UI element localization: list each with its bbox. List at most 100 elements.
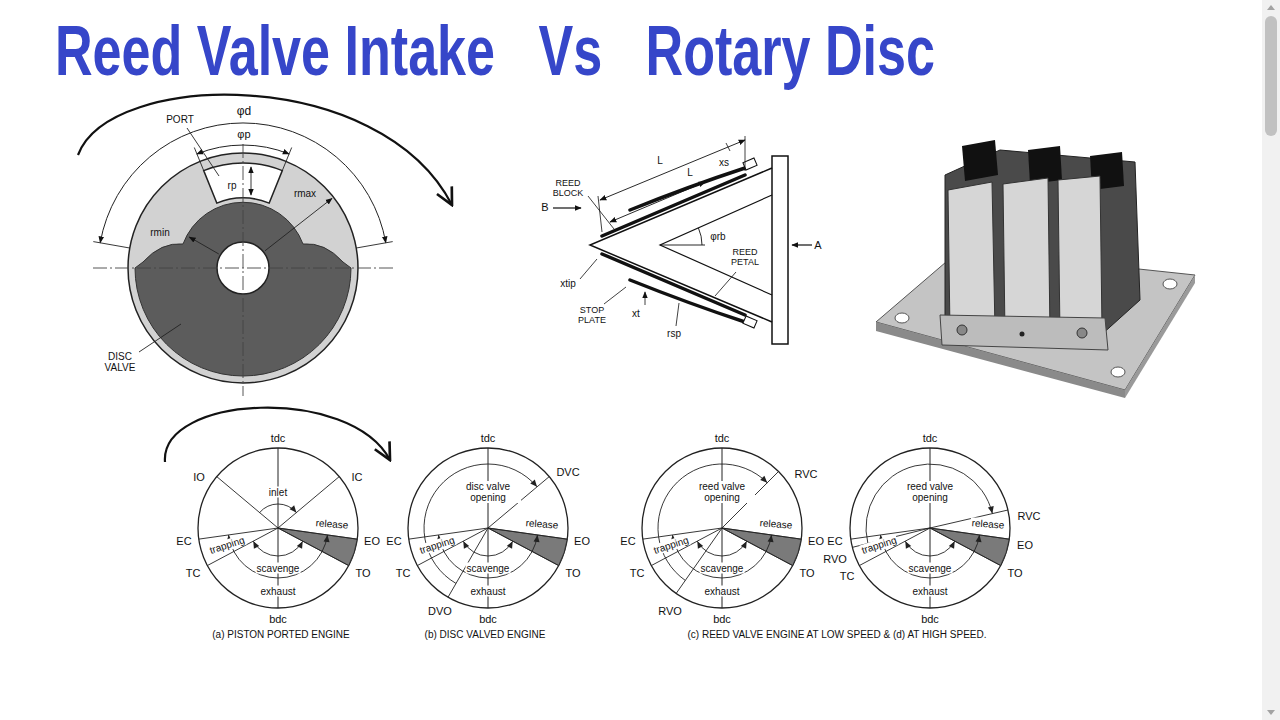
arrow-head <box>253 541 259 549</box>
reed-block-photo <box>876 140 1195 398</box>
inlet-arc <box>866 464 992 543</box>
inlet-arc <box>424 464 537 583</box>
part-label: DISC VALVE <box>102 351 138 373</box>
phase-label: reed valve opening <box>689 481 755 503</box>
timing-label: DVO <box>428 605 452 617</box>
circle-rim <box>642 448 802 608</box>
phase-label: scavenge <box>700 563 745 574</box>
flow-label: A <box>814 239 821 251</box>
circle-rim <box>408 448 568 608</box>
phase-label: reed valve opening <box>897 481 963 503</box>
scavenge-arc <box>697 541 746 556</box>
radius-dimension <box>189 237 219 254</box>
lift-dimension <box>645 292 646 305</box>
stop-plate <box>630 168 745 322</box>
reed-petal <box>602 175 745 315</box>
timing-label: EO <box>574 535 590 547</box>
scrollbar-thumb <box>1265 16 1277 136</box>
centre-line <box>660 245 705 246</box>
arrow-head <box>905 541 911 549</box>
mounting-hole <box>895 313 909 323</box>
scavenge-arc <box>253 541 302 556</box>
timing-label: EO <box>808 535 824 547</box>
mounting-hole <box>1111 367 1125 377</box>
timing-label: TO <box>355 567 370 579</box>
timing-line <box>651 528 722 566</box>
timing-label: RVC <box>1017 510 1040 522</box>
scavenge-arc <box>905 541 954 556</box>
angle-dimension <box>197 145 289 154</box>
phase-label: inlet <box>268 487 288 498</box>
timing-line <box>488 528 559 566</box>
phase-label: exhaust <box>911 586 948 597</box>
timing-label: IO <box>193 471 205 483</box>
release-wedge <box>278 528 357 566</box>
dimension-label: L <box>687 167 693 178</box>
disc-valve-drawing <box>93 123 393 396</box>
scrollbar-arrow <box>1267 710 1275 715</box>
dimension-label: φd <box>237 105 251 118</box>
phase-label: scavenge <box>256 563 301 574</box>
retainer-bar <box>940 315 1108 350</box>
scrollbar <box>1262 0 1280 720</box>
timing-circle: reed valve openingtrappingreleasescaveng… <box>642 448 802 608</box>
timing-label: TO <box>565 567 580 579</box>
timing-label: RVO <box>823 553 847 565</box>
arrow-head <box>463 541 469 549</box>
scrollbar-track <box>1262 0 1280 720</box>
timing-label: bdc <box>921 613 939 625</box>
timing-line <box>207 528 278 566</box>
inlet-arc <box>658 464 767 580</box>
reed-block-inner <box>660 195 772 295</box>
timing-label: bdc <box>713 613 731 625</box>
timing-label: TC <box>396 567 411 579</box>
phase-label: disc valve opening <box>455 481 521 503</box>
timing-label: bdc <box>269 613 287 625</box>
dimension-label: L <box>657 155 663 166</box>
timing-label: IC <box>352 471 363 483</box>
timing-line <box>278 528 349 566</box>
timing-label: tdc <box>715 432 730 444</box>
timing-label: EC <box>176 535 191 547</box>
extension-line <box>93 242 392 248</box>
timing-circle-group <box>850 448 1010 608</box>
arrow-head <box>949 541 955 549</box>
timing-label: EC <box>386 535 401 547</box>
timing-label: EC <box>827 535 842 547</box>
screw <box>1077 328 1087 338</box>
length-dimension <box>610 182 705 222</box>
arrow-head <box>768 535 774 542</box>
page-title: Reed Valve Intake Vs Rotary Disc <box>55 16 935 86</box>
flow-label: B <box>541 201 548 213</box>
timing-label: DVC <box>556 466 579 478</box>
timing-line <box>722 528 793 566</box>
timing-label: TC <box>840 570 855 582</box>
arrow-head <box>297 541 303 549</box>
timing-circle: disc valve openingtrappingreleasescaveng… <box>408 448 568 608</box>
extension-line <box>194 148 291 171</box>
arrow-head <box>530 480 537 487</box>
arrow-head <box>697 541 703 549</box>
dimension-label: xt <box>632 308 640 319</box>
timing-circle-group <box>408 448 568 608</box>
reed-valve-section <box>553 136 812 344</box>
timing-circle-group <box>642 448 802 608</box>
dimension-label: xs <box>719 157 729 168</box>
timing-circle-group <box>198 448 358 608</box>
scrollbar-arrow <box>1267 5 1275 10</box>
arrow-head <box>976 535 982 542</box>
dimension-label: φrb <box>710 231 725 242</box>
reed-block-outline <box>590 168 772 322</box>
dimension-label: rmax <box>294 188 316 199</box>
inlet-arc <box>260 504 297 513</box>
figure-caption: (a) PISTON PORTED ENGINE <box>212 629 349 640</box>
centre-line <box>93 144 393 396</box>
phase-label: exhaust <box>259 586 296 597</box>
arrow-head <box>741 541 747 549</box>
flow-arrow <box>553 207 581 208</box>
release-wedge <box>930 528 1009 566</box>
leader-line <box>139 324 181 352</box>
reed-petal <box>1058 176 1102 335</box>
timing-label: bdc <box>479 613 497 625</box>
